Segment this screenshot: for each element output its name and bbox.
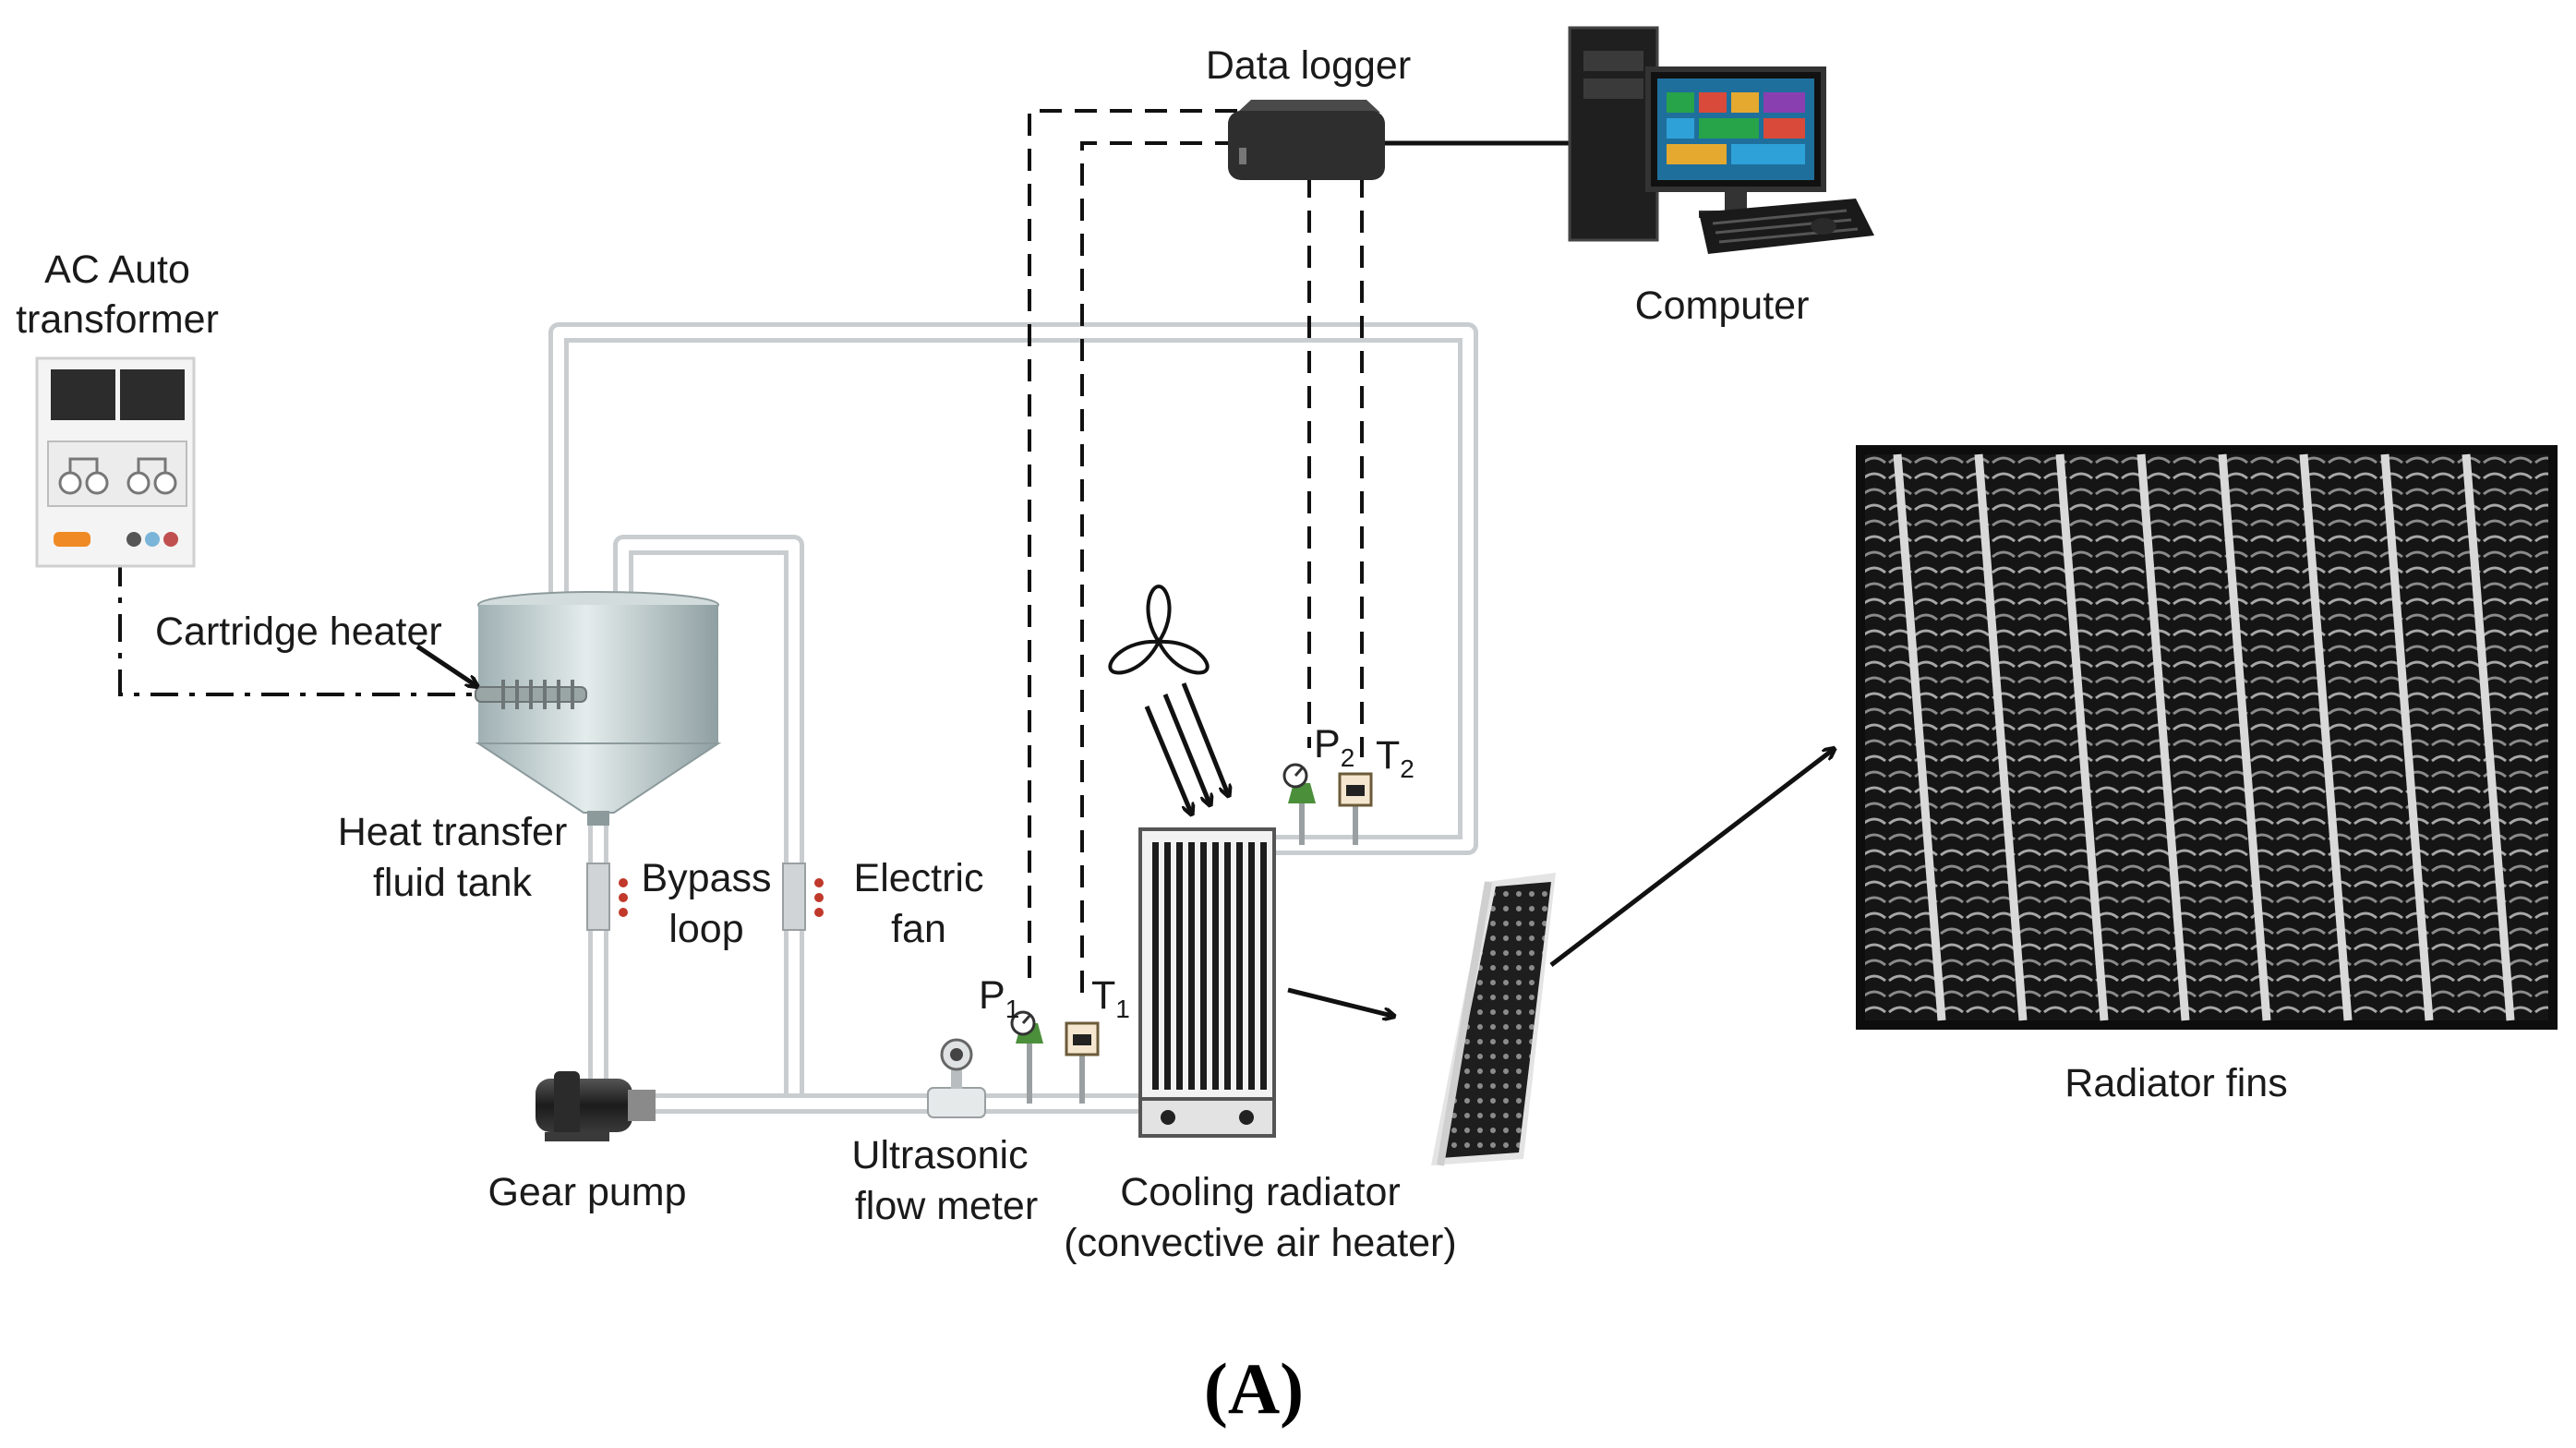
radiator-slot bbox=[1152, 842, 1159, 1090]
fin-tube bbox=[2055, 453, 2109, 1021]
fin-tube bbox=[2462, 453, 2515, 1021]
radiator-slot bbox=[1236, 842, 1243, 1090]
gear-pump-icon bbox=[536, 1071, 656, 1141]
temperature-sensor-icon bbox=[1338, 772, 1373, 845]
tank-label-line2: fluid tank bbox=[373, 861, 533, 905]
gear-pump-label: Gear pump bbox=[488, 1170, 686, 1214]
radiator-slot bbox=[1164, 842, 1171, 1090]
cooling-radiator bbox=[1138, 827, 1276, 1138]
temperature-sensor-icon bbox=[1065, 1021, 1100, 1104]
radiator-slot bbox=[1212, 842, 1219, 1090]
cartridge-heater-label: Cartridge heater bbox=[155, 609, 442, 654]
ac-auto-label-line1: AC Auto bbox=[44, 247, 190, 292]
data-logger-icon bbox=[1228, 100, 1385, 180]
fin-tube bbox=[2137, 453, 2190, 1021]
fan-icon bbox=[1108, 584, 1210, 675]
air-flow-arrows bbox=[1144, 682, 1228, 813]
bypass-label-line2: loop bbox=[668, 907, 743, 951]
radiator-slot bbox=[1248, 842, 1255, 1090]
return-pipe bbox=[548, 322, 1478, 855]
pipe-network bbox=[548, 322, 1478, 1114]
computer-icon bbox=[1568, 26, 1826, 242]
radiator-slot bbox=[1224, 842, 1231, 1090]
data-logger-label: Data logger bbox=[1206, 43, 1411, 88]
fin-tube bbox=[2380, 453, 2434, 1021]
bypass-label-line1: Bypass bbox=[641, 856, 771, 900]
flow-meter-icon bbox=[927, 1038, 986, 1118]
cartridge-heater bbox=[475, 680, 587, 709]
valve-icon bbox=[586, 863, 628, 931]
t2-label: T2 bbox=[1376, 733, 1414, 783]
keyboard-icon bbox=[1699, 199, 1874, 254]
radiator-photo bbox=[1431, 873, 1556, 1166]
radiator-slot bbox=[1176, 842, 1183, 1090]
fin-tube bbox=[2218, 453, 2271, 1021]
heater-power-line bbox=[118, 559, 480, 696]
fan-label-line1: Electric bbox=[854, 856, 984, 900]
radiator-slot bbox=[1188, 842, 1195, 1090]
figure-caption: (A) bbox=[1204, 1348, 1304, 1429]
radiator-label-line1: Cooling radiator bbox=[1120, 1170, 1401, 1214]
t1-label: T1 bbox=[1091, 973, 1130, 1023]
radiator-label-line2: (convective air heater) bbox=[1064, 1221, 1456, 1265]
fan-label-line2: fan bbox=[891, 907, 946, 951]
flow-meter-label-line2: flow meter bbox=[855, 1184, 1038, 1228]
radiator-slot bbox=[1260, 842, 1267, 1090]
ac-auto-label-line2: transformer bbox=[16, 297, 219, 342]
p1-label: P1 bbox=[979, 973, 1019, 1023]
fin-tube bbox=[2299, 453, 2353, 1021]
fin-tube bbox=[1893, 453, 1946, 1021]
pressure-sensor-icon bbox=[1282, 763, 1316, 845]
heat-transfer-fluid-tank bbox=[475, 591, 722, 826]
p2-label: P2 bbox=[1314, 722, 1354, 772]
fin-tube bbox=[1974, 453, 2028, 1021]
radiator-fins-label: Radiator fins bbox=[2064, 1061, 2287, 1105]
tank-label-line1: Heat transfer bbox=[338, 810, 568, 854]
signal-lines bbox=[118, 109, 1579, 997]
radiator-fins-photo bbox=[1856, 445, 2558, 1030]
computer-label: Computer bbox=[1635, 284, 1810, 328]
valve-icon bbox=[782, 863, 824, 931]
ac-auto-transformer bbox=[35, 356, 196, 568]
pressure-sensor-icon bbox=[1010, 1010, 1043, 1104]
radiator-slot bbox=[1200, 842, 1207, 1090]
flow-meter-label-line1: Ultrasonic bbox=[851, 1133, 1028, 1177]
